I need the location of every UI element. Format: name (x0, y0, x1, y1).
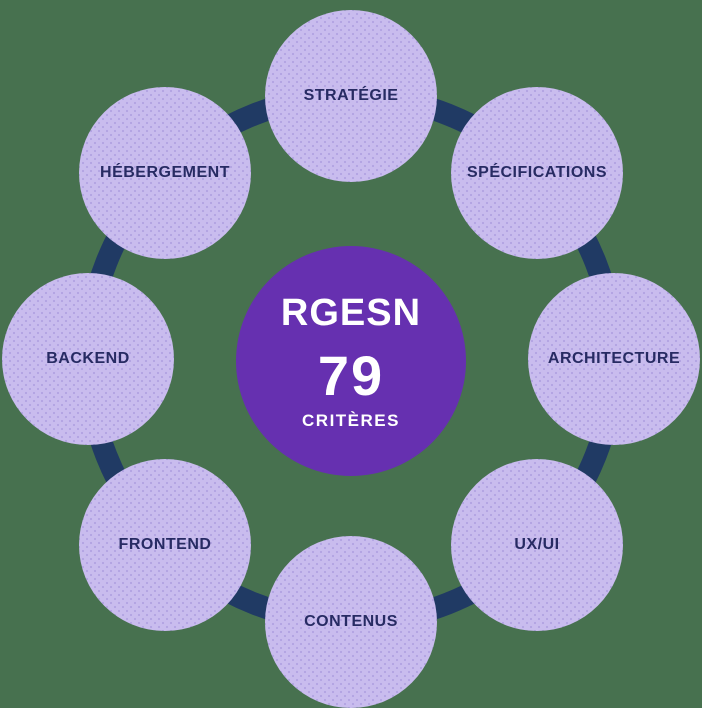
node-label-uxui: UX/UI (514, 536, 560, 553)
node-uxui: UX/UI (451, 459, 623, 631)
node-architecture: ARCHITECTURE (528, 273, 700, 445)
node-label-hebergement: HÉBERGEMENT (100, 164, 230, 181)
node-strategie: STRATÉGIE (265, 10, 437, 182)
node-label-frontend: FRONTEND (118, 536, 212, 553)
node-frontend: FRONTEND (79, 459, 251, 631)
center-criteria-count: 79 (317, 343, 385, 407)
center-title: RGESN (280, 291, 422, 334)
node-label-backend: BACKEND (46, 350, 130, 367)
center-circle-rgesn: RGESN 79 CRITÈRES (236, 246, 466, 476)
node-contenus: CONTENUS (265, 536, 437, 708)
node-hebergement: HÉBERGEMENT (79, 87, 251, 259)
node-label-architecture: ARCHITECTURE (547, 350, 681, 367)
node-backend: BACKEND (2, 273, 174, 445)
node-specifications: SPÉCIFICATIONS (451, 87, 623, 259)
node-label-strategie: STRATÉGIE (303, 87, 399, 104)
node-label-specifications: SPÉCIFICATIONS (466, 164, 608, 181)
node-label-contenus: CONTENUS (304, 613, 398, 630)
center-subtitle: CRITÈRES (302, 410, 400, 430)
